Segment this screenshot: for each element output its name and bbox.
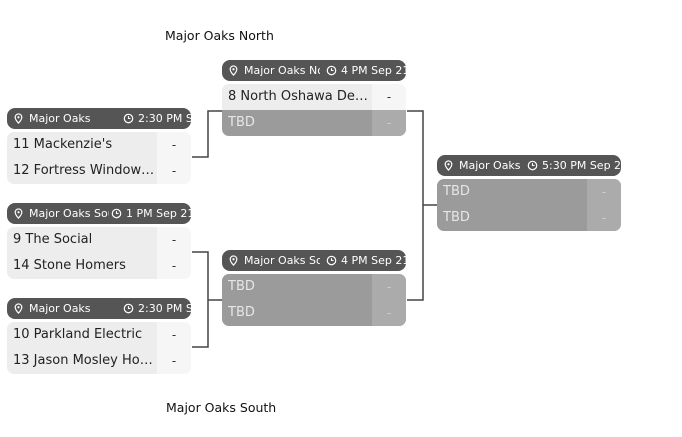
- match-time: 4 PM Sep 21: [326, 60, 409, 81]
- team-row[interactable]: 8 North Oshawa Dental -: [222, 84, 406, 110]
- clock-icon: [527, 160, 538, 171]
- map-pin-icon: [229, 255, 238, 266]
- match-location: Major Oaks North: [228, 60, 320, 81]
- match-header: Major Oaks South 4 PM Sep 21: [222, 250, 409, 271]
- team-name: 13 Jason Mosley Home Team: [13, 353, 155, 368]
- match-location: Major Oaks: [443, 155, 525, 176]
- team-score: -: [372, 274, 406, 300]
- team-row[interactable]: 14 Stone Homers -: [7, 253, 191, 279]
- clock-icon: [326, 255, 337, 266]
- match-body: 8 North Oshawa Dental - TBD -: [222, 84, 406, 136]
- team-score: -: [372, 110, 406, 136]
- match-time: 2:30 PM Sep 21: [123, 108, 224, 129]
- clock-icon: [123, 303, 134, 314]
- match-header: Major Oaks South 1 PM Sep 21: [7, 203, 194, 224]
- match-time: 2:30 PM Sep 21: [123, 298, 224, 319]
- team-name: TBD: [228, 279, 255, 294]
- team-name: TBD: [443, 184, 470, 199]
- team-row[interactable]: 13 Jason Mosley Home Team -: [7, 348, 191, 374]
- clock-icon: [123, 113, 134, 124]
- team-row[interactable]: TBD -: [437, 205, 621, 231]
- team-row[interactable]: 10 Parkland Electric -: [7, 322, 191, 348]
- match-body: 9 The Social - 14 Stone Homers -: [7, 227, 191, 279]
- time-text: 2:30 PM Sep 21: [138, 302, 225, 315]
- match-header: Major Oaks 2:30 PM Sep 21: [7, 108, 224, 129]
- match-time: 4 PM Sep 21: [326, 250, 409, 271]
- match-location: Major Oaks: [13, 108, 123, 129]
- team-name: 14 Stone Homers: [13, 258, 126, 273]
- team-row[interactable]: TBD -: [222, 274, 406, 300]
- map-pin-icon: [229, 65, 238, 76]
- location-text: Major Oaks: [29, 302, 91, 315]
- team-name: TBD: [228, 115, 255, 130]
- team-score: -: [157, 253, 191, 279]
- match-time: 5:30 PM Sep 21: [527, 155, 628, 176]
- team-name: 11 Mackenzie's: [13, 137, 113, 152]
- team-row[interactable]: 9 The Social -: [7, 227, 191, 253]
- team-row[interactable]: TBD -: [222, 300, 406, 326]
- match-time: 1 PM Sep 21: [111, 203, 194, 224]
- team-score: -: [372, 300, 406, 326]
- match-body: TBD - TBD -: [222, 274, 406, 326]
- match-location: Major Oaks: [13, 298, 123, 319]
- team-row[interactable]: TBD -: [437, 179, 621, 205]
- team-name: 8 North Oshawa Dental: [228, 89, 370, 104]
- location-text: Major Oaks South: [29, 207, 109, 220]
- group-label-north: Major Oaks North: [165, 28, 274, 43]
- match-body: TBD - TBD -: [437, 179, 621, 231]
- match-location: Major Oaks South: [13, 203, 109, 224]
- team-score: -: [157, 132, 191, 158]
- map-pin-icon: [14, 303, 23, 314]
- team-score: -: [587, 179, 621, 205]
- match-location: Major Oaks South: [228, 250, 320, 271]
- location-text: Major Oaks: [29, 112, 91, 125]
- time-text: 5:30 PM Sep 21: [542, 159, 629, 172]
- team-row[interactable]: TBD -: [222, 110, 406, 136]
- team-score: -: [587, 205, 621, 231]
- match-header: Major Oaks 2:30 PM Sep 21: [7, 298, 224, 319]
- clock-icon: [111, 208, 122, 219]
- time-text: 2:30 PM Sep 21: [138, 112, 225, 125]
- team-name: 9 The Social: [13, 232, 93, 247]
- team-name: TBD: [443, 210, 470, 225]
- connector-line: [407, 110, 424, 301]
- connector-line: [192, 110, 222, 158]
- group-label-south: Major Oaks South: [166, 400, 277, 415]
- match-body: 10 Parkland Electric - 13 Jason Mosley H…: [7, 322, 191, 374]
- location-text: Major Oaks South: [244, 254, 320, 267]
- team-name: TBD: [228, 305, 255, 320]
- location-text: Major Oaks: [459, 159, 521, 172]
- location-text: Major Oaks North: [244, 64, 320, 77]
- time-text: 1 PM Sep 21: [126, 207, 195, 220]
- team-score: -: [157, 348, 191, 374]
- team-row[interactable]: 11 Mackenzie's -: [7, 132, 191, 158]
- time-text: 4 PM Sep 21: [341, 254, 410, 267]
- match-body: 11 Mackenzie's - 12 Fortress Windows Tan…: [7, 132, 191, 184]
- team-name: 12 Fortress Windows Tanks: [13, 163, 155, 178]
- clock-icon: [326, 65, 337, 76]
- team-score: -: [157, 158, 191, 184]
- map-pin-icon: [14, 113, 23, 124]
- team-row[interactable]: 12 Fortress Windows Tanks -: [7, 158, 191, 184]
- match-header: Major Oaks 5:30 PM Sep 21: [437, 155, 628, 176]
- match-header: Major Oaks North 4 PM Sep 21: [222, 60, 409, 81]
- team-score: -: [372, 84, 406, 110]
- map-pin-icon: [444, 160, 453, 171]
- map-pin-icon: [14, 208, 23, 219]
- team-score: -: [157, 322, 191, 348]
- team-score: -: [157, 227, 191, 253]
- team-name: 10 Parkland Electric: [13, 327, 143, 342]
- time-text: 4 PM Sep 21: [341, 64, 410, 77]
